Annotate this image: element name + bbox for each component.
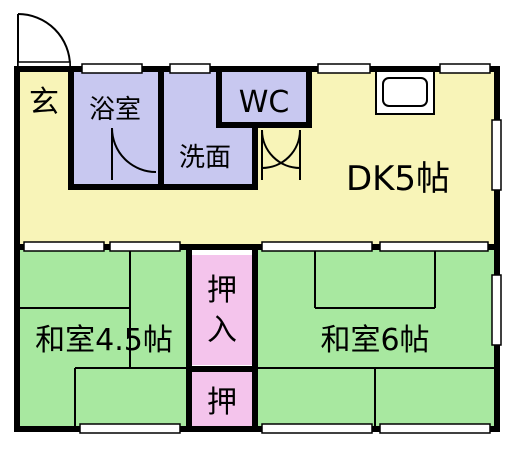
room-label-toilet: WC bbox=[239, 85, 290, 120]
bath-floor bbox=[70, 70, 162, 188]
room-label-oshiire-upper-2: 入 bbox=[207, 313, 237, 348]
room-label-dk: DK5帖 bbox=[346, 159, 450, 199]
room-label-oshiire-upper-1: 押 bbox=[207, 273, 237, 308]
oshiire-lower-floor bbox=[190, 372, 255, 428]
washitsu-small-floor bbox=[18, 248, 190, 428]
kitchen-sink bbox=[375, 69, 435, 115]
oshiire-upper-floor bbox=[190, 255, 255, 365]
tatami-lines-large bbox=[255, 248, 496, 428]
room-label-washitsu-small: 和室4.5帖 bbox=[35, 323, 173, 358]
room-label-washroom: 洗面 bbox=[179, 143, 231, 173]
windows bbox=[23, 63, 502, 434]
toilet-floor bbox=[220, 70, 310, 128]
toilet-door-swing bbox=[261, 129, 301, 180]
room-label-washitsu-large: 和室6帖 bbox=[320, 323, 429, 358]
bath-door-swing bbox=[111, 127, 157, 180]
tatami-lines-small bbox=[18, 248, 190, 428]
room-label-bath: 浴室 bbox=[89, 95, 141, 125]
entrance-door bbox=[17, 13, 71, 69]
room-label-oshiire-lower: 押 bbox=[207, 385, 237, 420]
room-label-entrance: 玄 bbox=[29, 85, 59, 120]
interior-walls bbox=[14, 66, 500, 430]
